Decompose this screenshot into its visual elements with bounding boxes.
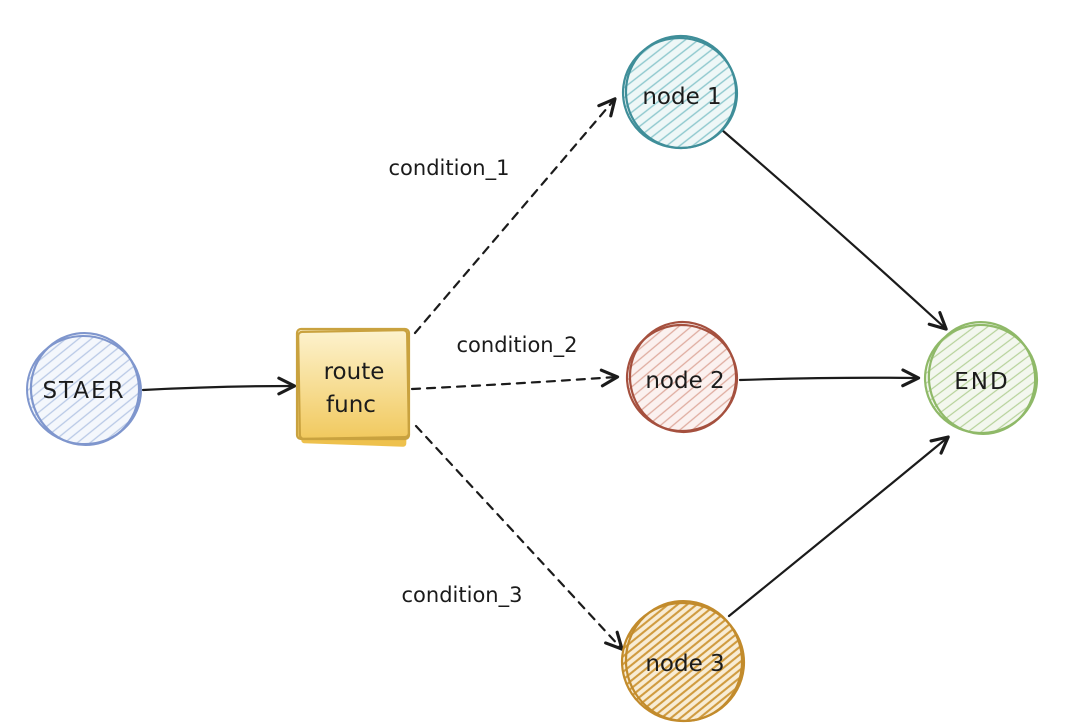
edge-label-condition-3: condition_3 (402, 583, 523, 608)
edge-router-node2[interactable] (410, 368, 620, 391)
edge-node2-end[interactable] (738, 368, 921, 388)
route-func-label-line2: func (326, 392, 376, 418)
node-2[interactable]: node 2 (623, 315, 744, 439)
edge-node1-end[interactable] (720, 128, 948, 331)
node-end-label: END (954, 369, 1009, 395)
node-3-outline (624, 599, 744, 723)
node-staer-label: STAER (42, 378, 125, 404)
node-end[interactable]: END (918, 312, 1045, 444)
route-func-outline (297, 329, 410, 440)
node-1-label: node 1 (642, 84, 721, 110)
edge-start-router[interactable] (141, 376, 297, 396)
node-staer-outline (29, 331, 141, 447)
node-3[interactable]: node 3 (616, 593, 751, 727)
node-2-outline (628, 320, 738, 434)
node-staer[interactable]: STAER (22, 325, 147, 453)
node-3-label: node 3 (645, 651, 724, 677)
node-1-outline (624, 34, 738, 150)
edge-router-node1[interactable] (413, 97, 617, 335)
route-func-label-line1: route (324, 359, 385, 385)
edge-node3-end[interactable] (727, 435, 950, 618)
node-1[interactable]: node 1 (617, 27, 745, 156)
node-end-outline (927, 321, 1037, 435)
node-route-func[interactable]: route func (295, 327, 411, 447)
edge-router-node3[interactable] (414, 424, 624, 651)
edge-label-condition-1: condition_1 (389, 156, 510, 181)
node-2-label: node 2 (645, 368, 724, 394)
edge-label-condition-2: condition_2 (457, 333, 578, 358)
